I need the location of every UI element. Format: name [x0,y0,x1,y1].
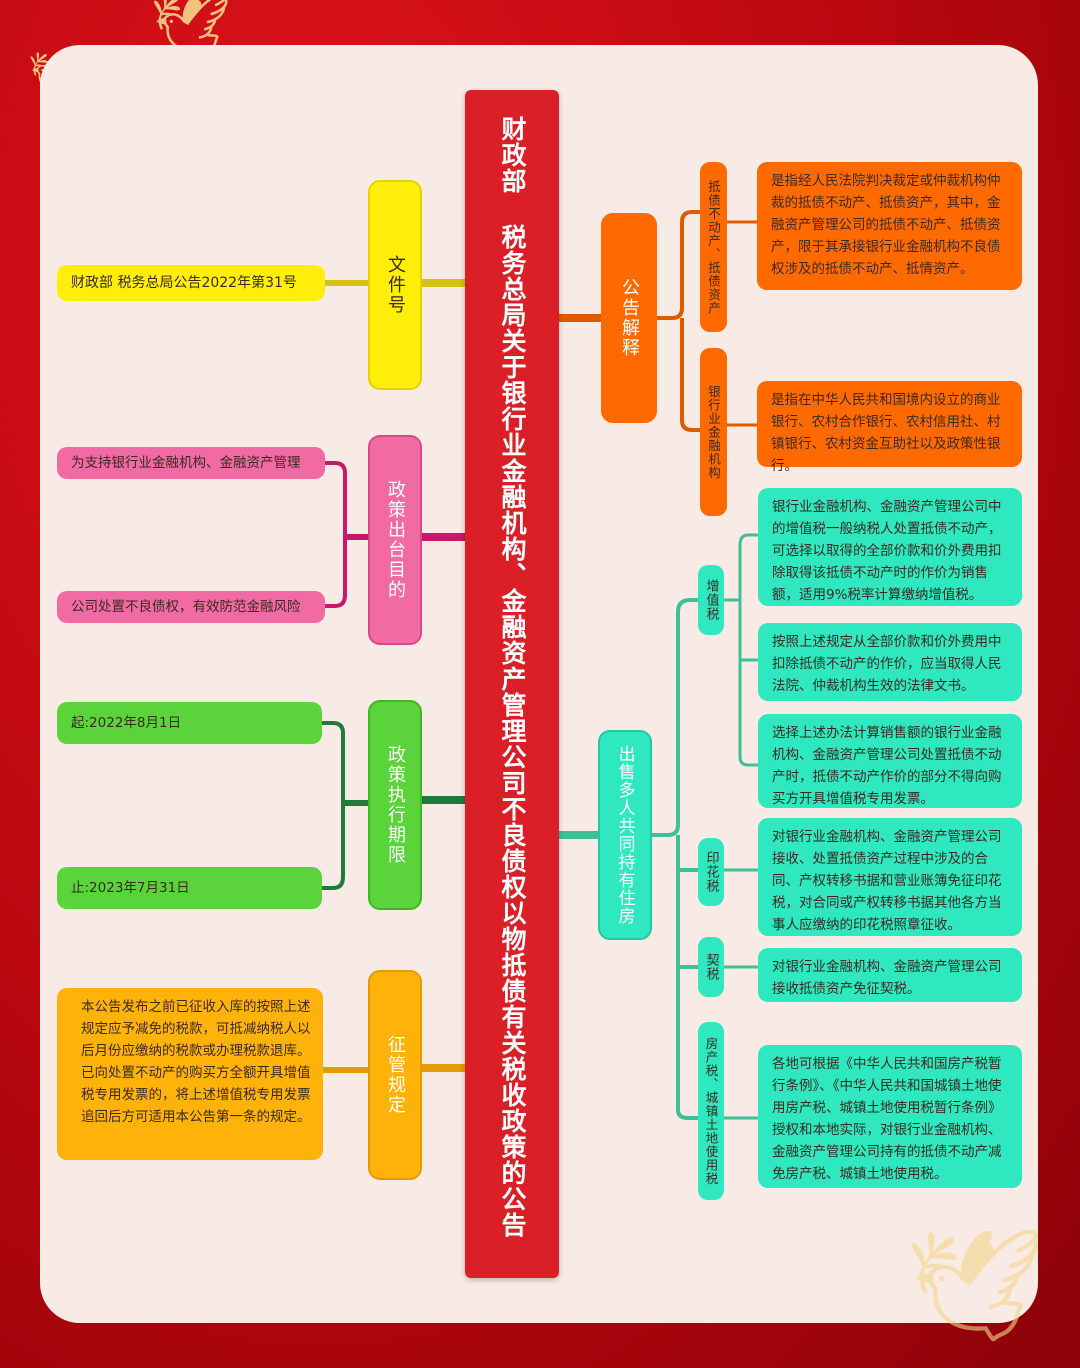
period-end: 止:2023年7月31日 [71,880,190,896]
vat-text1: 银行业金融机构、金融资产管理公司中的增值税一般纳税人处置抵债不动产，可选择以取得… [772,499,1002,603]
explanation-item1-text-box: 是指经人民法院判决裁定或仲裁机构仲裁的抵债不动产、抵债资产，其中，金融资产管理公… [757,162,1022,290]
vat-label: 增值税 [698,565,724,635]
explanation-item2-text: 是指在中华人民共和国境内设立的商业银行、农村合作银行、农村信用社、村镇银行、农村… [771,392,1001,474]
period-start-box: 起:2022年8月1日 [57,702,322,744]
period-label: 政策执行期限 [368,700,422,910]
property-label: 房产税、城镇土地使用税 [698,1022,724,1200]
stamp-label: 印花税 [698,838,724,906]
center-title-bar: 财政部 税务总局关于银行业金融机构、金融资产管理公司不良债权以物抵债有关税收政策… [465,90,559,1278]
purpose-line2: 公司处置不良债权，有效防范金融风险 [71,599,301,615]
period-start: 起:2022年8月1日 [71,715,182,731]
center-title: 财政部 税务总局关于银行业金融机构、金融资产管理公司不良债权以物抵债有关税收政策… [498,116,527,1238]
vat-text2: 按照上述规定从全部价款和价外费用中扣除抵债不动产的作价，应当取得人民法院、仲裁机… [772,634,1002,694]
vat-text2-box: 按照上述规定从全部价款和价外费用中扣除抵债不动产的作价，应当取得人民法院、仲裁机… [758,623,1022,701]
purpose-line1: 为支持银行业金融机构、金融资产管理 [71,455,301,471]
stamp-text-box: 对银行业金融机构、金融资产管理公司接收、处置抵债资产过程中涉及的合同、产权转移书… [758,818,1022,936]
deed-label: 契税 [698,937,724,997]
vat-text3: 选择上述办法计算销售额的银行业金融机构、金融资产管理公司处置抵债不动产时，抵债不… [772,725,1002,807]
explanation-item2-text-box: 是指在中华人民共和国境内设立的商业银行、农村合作银行、农村信用社、村镇银行、农村… [757,381,1022,474]
admin-text-box: 本公告发布之前已征收入库的按照上述规定应予减免的税款，可抵减纳税人以后月份应缴纳… [57,988,323,1160]
doc-number-value-box: 财政部 税务总局公告2022年第31号 [57,265,325,301]
admin-text: 本公告发布之前已征收入库的按照上述规定应予减免的税款，可抵减纳税人以后月份应缴纳… [81,999,311,1125]
housing-label: 出售多人共同持有住房 [598,730,652,940]
purpose-label: 政策出台目的 [368,435,422,645]
doc-number-label: 文件号 [368,180,422,390]
purpose-line2-box: 公司处置不良债权，有效防范金融风险 [57,591,325,623]
vat-text1-box: 银行业金融机构、金融资产管理公司中的增值税一般纳税人处置抵债不动产，可选择以取得… [758,488,1022,606]
dove-icon: 🕊 [905,1221,1045,1349]
admin-label: 征管规定 [368,970,422,1180]
property-text-box: 各地可根据《中华人民共和国房产税暂行条例》、《中华人民共和国城镇土地使用房产税、… [758,1045,1022,1188]
deed-text: 对银行业金融机构、金融资产管理公司接收抵债资产免征契税。 [772,959,1002,997]
purpose-line1-box: 为支持银行业金融机构、金融资产管理 [57,447,325,479]
stamp-text: 对银行业金融机构、金融资产管理公司接收、处置抵债资产过程中涉及的合同、产权转移书… [772,829,1002,933]
deed-text-box: 对银行业金融机构、金融资产管理公司接收抵债资产免征契税。 [758,948,1022,1002]
explanation-item1-label: 抵债不动产、抵债资产 [700,162,727,332]
period-end-box: 止:2023年7月31日 [57,867,322,909]
doc-number-value: 财政部 税务总局公告2022年第31号 [71,275,297,291]
explanation-item2-label: 银行业金融机构 [700,348,727,516]
explanation-label: 公告解释 [601,213,657,423]
property-text: 各地可根据《中华人民共和国房产税暂行条例》、《中华人民共和国城镇土地使用房产税、… [772,1056,1002,1182]
explanation-item1-text: 是指经人民法院判决裁定或仲裁机构仲裁的抵债不动产、抵债资产，其中，金融资产管理公… [771,173,1001,277]
vat-text3-box: 选择上述办法计算销售额的银行业金融机构、金融资产管理公司处置抵债不动产时，抵债不… [758,714,1022,808]
